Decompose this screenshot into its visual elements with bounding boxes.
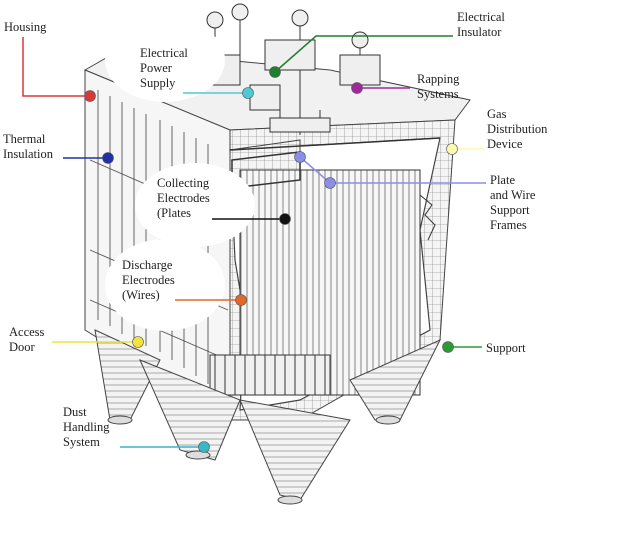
discharge-wire-rack [209,354,331,396]
label-thermal-insulation: Thermal Insulation [3,132,53,161]
label-plate-and-wire-support-frames: Plate and Wire Support Frames [490,173,536,232]
dot-dust-handling-system [198,441,210,453]
dot-gas-distribution-device [446,143,458,155]
dot-plate-and-wire-support-frames-2 [294,151,306,163]
label-discharge-electrodes: Discharge Electrodes (Wires) [122,258,175,302]
leader-housing [22,37,90,97]
dot-access-door [132,336,144,348]
label-access-door: Access Door [9,325,45,354]
label-clouds [105,18,255,331]
label-housing: Housing [4,20,47,34]
label-rapping-systems: Rapping Systems [417,72,460,101]
dot-electrical-insulator [269,66,281,78]
dot-support [442,341,454,353]
label-dust-handling-system: Dust Handling System [63,405,110,449]
dot-rapping-systems [351,82,363,94]
label-electrical-insulator: Electrical Insulator [457,10,505,39]
hoppers [94,329,442,505]
dot-electrical-power-supply [242,87,254,99]
label-support: Support [486,341,526,355]
leader-electrical-insulator [274,35,453,73]
dot-plate-and-wire-support-frames [324,177,336,189]
dot-collecting-electrodes [279,213,291,225]
label-gas-distribution-device: Gas Distribution Device [487,107,548,151]
dot-discharge-electrodes [235,294,247,306]
label-electrical-power-supply: Electrical Power Supply [140,46,188,90]
label-collecting-electrodes: Collecting Electrodes (Plates [157,176,210,220]
leader-lines [22,35,486,448]
callout-dots [84,66,458,453]
dot-housing [84,90,96,102]
dot-thermal-insulation [102,152,114,164]
torn-edge [419,194,436,241]
